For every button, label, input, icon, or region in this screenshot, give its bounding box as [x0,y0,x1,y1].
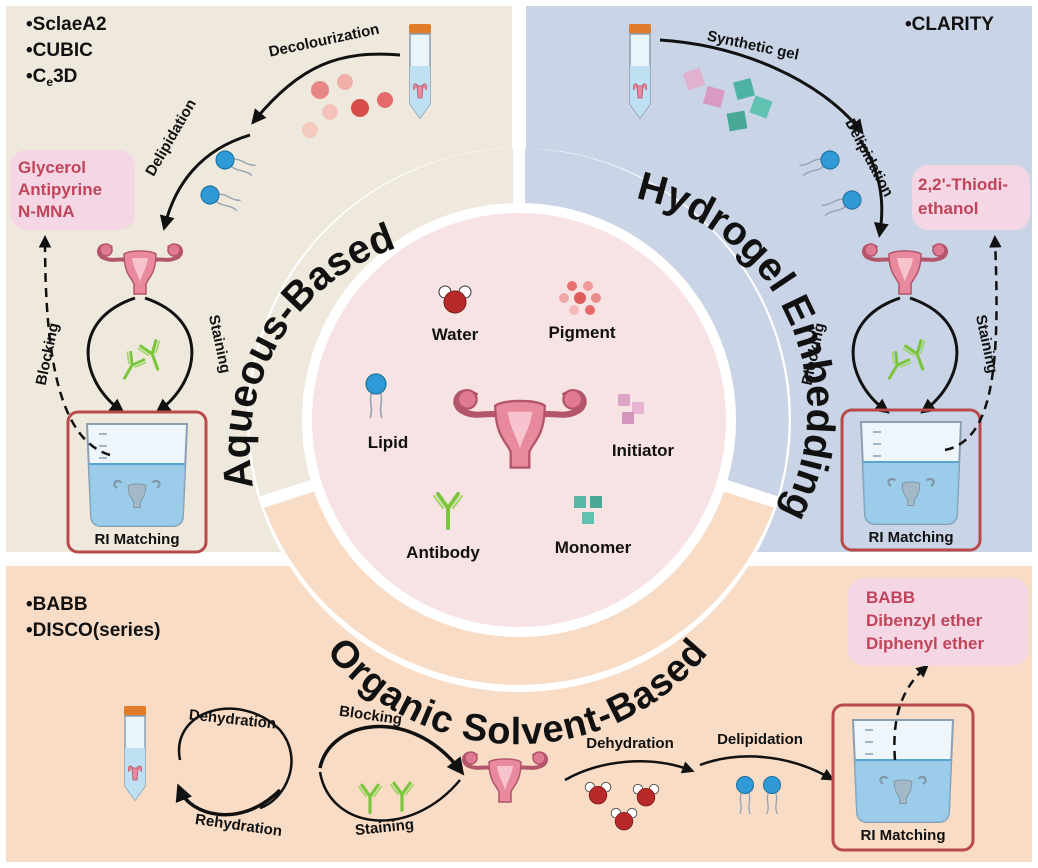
hydrogel-blocking-arrow [851,296,901,414]
hydrogel-ri-label: RI Matching [869,529,954,546]
aqueous-ri-label: RI Matching [95,531,180,548]
initiator-icon [618,394,644,424]
hydrogel-staining-arrow [909,296,959,414]
organic-dehydration2-arrow [564,760,695,782]
pigment-icon [559,281,601,315]
aqueous-blocking-arrow [86,296,136,414]
aqueous-delipidation-arrow [159,133,251,231]
method-cubic: •CUBIC [26,40,93,61]
aqueous-beaker-icon [85,422,189,528]
hydrogel-ri-dashed-arrow [944,235,1002,452]
lipid-label: Lipid [368,433,409,452]
method-sclaea2: •SclaeA2 [26,14,107,35]
organic-sample-tube-icon [123,705,147,801]
monomer-icon [574,496,602,524]
aqueous-ri-box [66,410,208,554]
reagent-glycerol: Glycerol [18,158,86,177]
hydrogel-reagent-box [912,165,1030,230]
method-babb: •BABB [26,594,88,615]
organic-ri-box [831,703,975,852]
reagent-nmna: N-MNA [18,202,75,221]
aqueous-ri-dashed-arrow [38,235,111,457]
rehydration-arrow [175,783,282,817]
reagent-babb: BABB [866,588,915,607]
hydrogel-beaker-icon [859,420,963,526]
reagent-antipyrine: Antipyrine [18,180,102,199]
organic-blocking-arrow [318,724,465,776]
dehydration-loop-arrow [177,707,293,810]
organic-reagent-box [848,578,1028,666]
method-disco: •DISCO(series) [26,620,160,641]
method-clarity: •CLARITY [905,14,994,35]
organic-ri-label: RI Matching [861,827,946,844]
decolourization-arrow [251,52,401,125]
aqueous-staining-arrow [144,296,194,414]
hydrogel-sample-tube-icon [628,23,652,119]
reagent-dibenzyl-ether: Dibenzyl ether [866,611,983,630]
organic-beaker-icon [851,718,955,824]
reagent-thiodiethanol-1: 2,2'-Thiodi- [918,175,1008,194]
reagent-diphenyl-ether: Diphenyl ether [866,634,984,653]
method-ce3d: •Ce3D [26,66,77,89]
organic-dehydration2-label: Dehydration [586,735,674,752]
organic-ri-dashed-arrow [893,664,929,761]
antibody-label: Antibody [406,543,480,562]
initiator-label: Initiator [612,441,675,460]
organic-delipidation-arrow [699,755,835,781]
organic-staining-label: Staining [354,816,415,839]
synthetic-gel-arrow [659,38,864,135]
reagent-thiodiethanol-2: ethanol [918,199,978,218]
aqueous-reagent-box [10,150,135,230]
gel-squares-icon [682,67,773,132]
organic-staining-arrow [318,771,461,822]
pigment-label: Pigment [548,323,615,342]
pigment-particles-icon [302,74,393,138]
aqueous-sample-tube-icon [408,23,432,119]
monomer-label: Monomer [555,538,632,557]
organic-delipidation-label: Delipidation [717,731,803,748]
hydrogel-ri-box [840,408,982,552]
water-label: Water [432,325,479,344]
hydrogel-delipidation-arrow [858,139,889,238]
